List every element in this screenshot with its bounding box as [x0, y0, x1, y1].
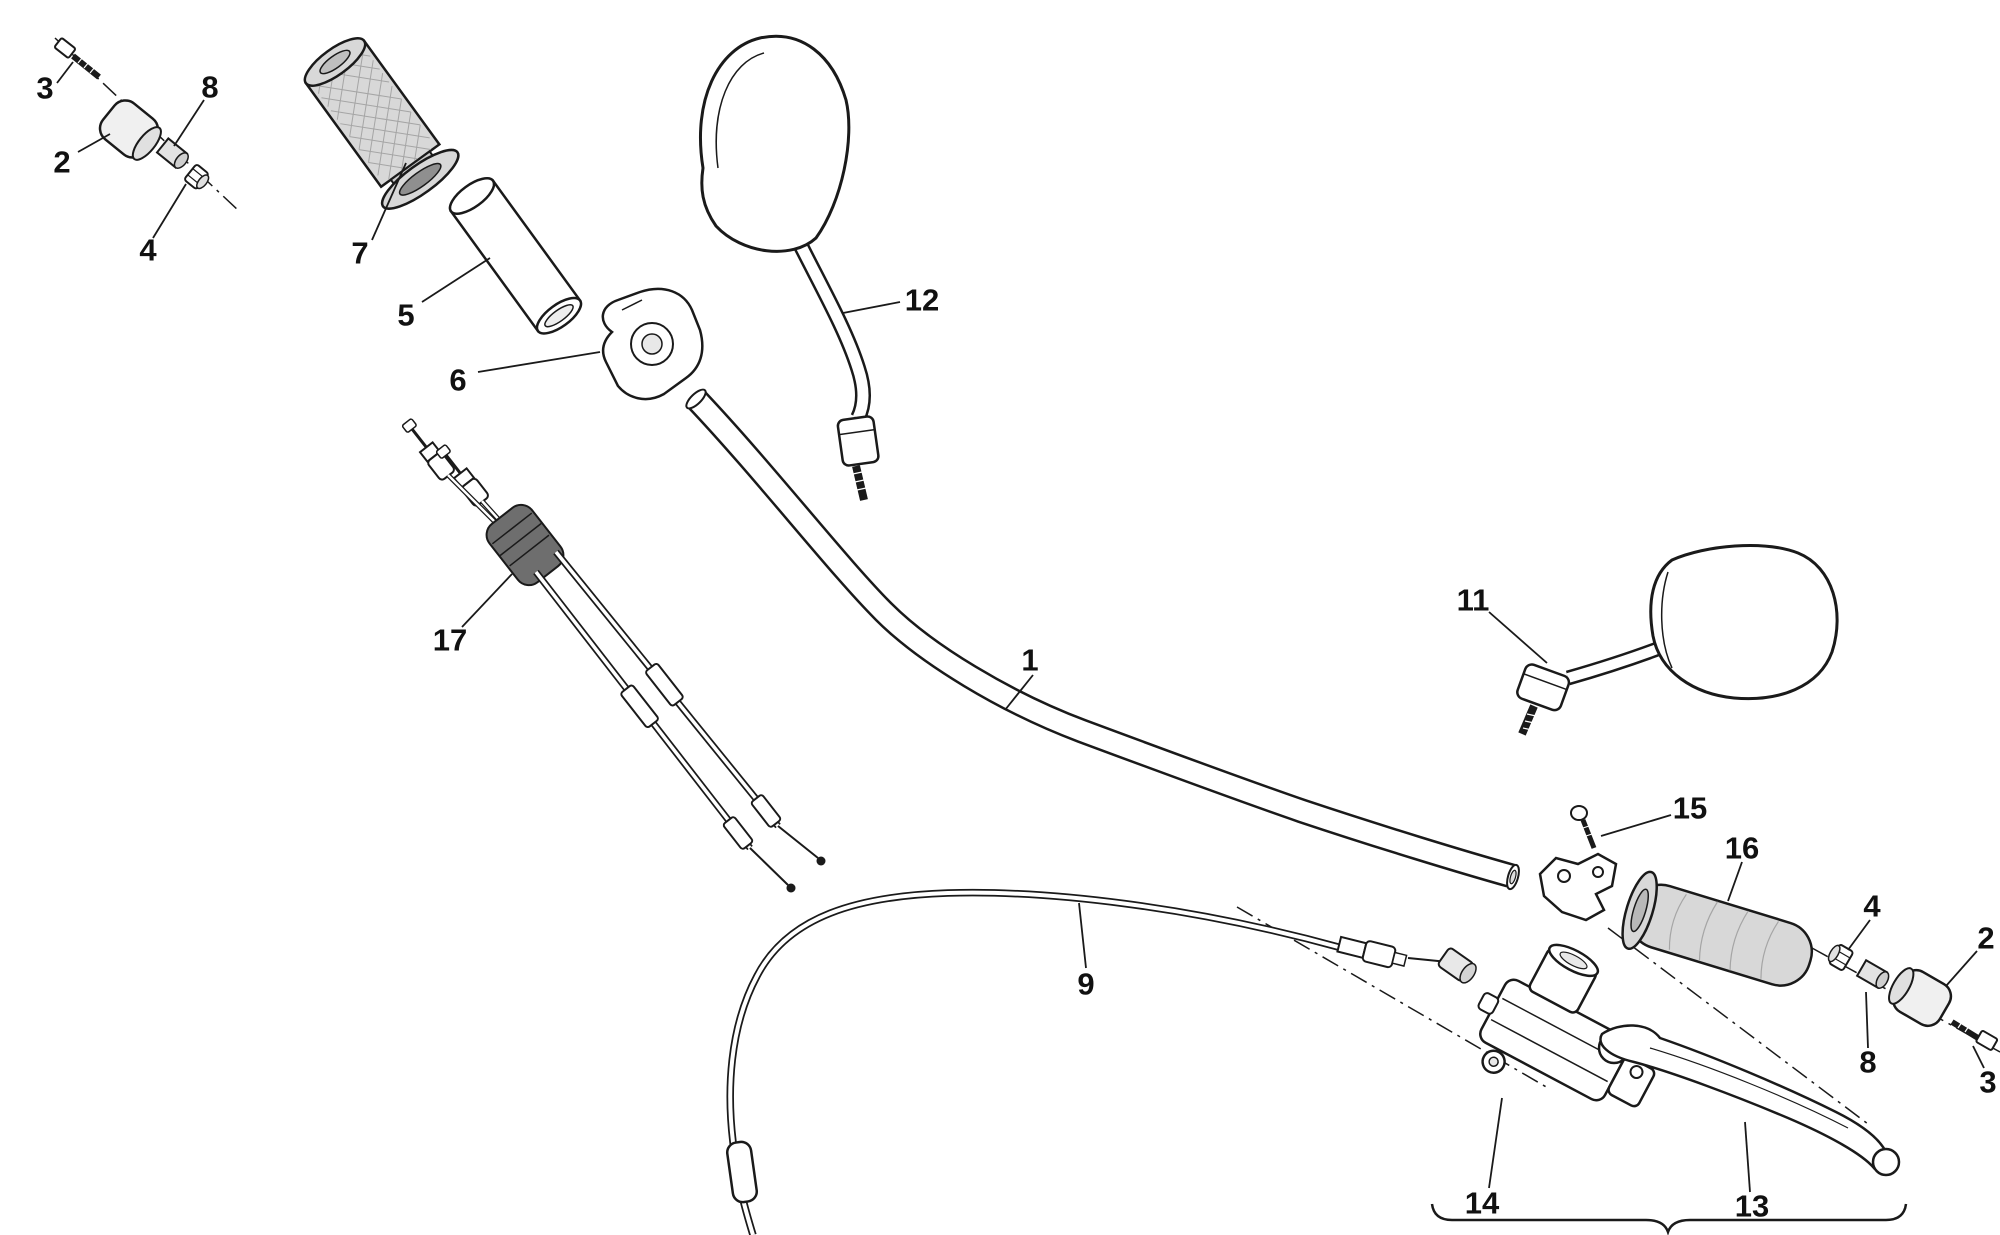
leader-line-clamp-screw	[1600, 814, 1672, 837]
callout-clutch-lever: 13	[1734, 1188, 1770, 1224]
cable-guide-clamp	[1538, 805, 1618, 922]
leader-line-throttle-cables	[461, 573, 513, 628]
callout-spacer-right: 8	[1859, 1044, 1877, 1080]
cable-fitting	[645, 662, 684, 707]
leader-line-grip-left	[371, 162, 407, 241]
throttle-cables	[401, 418, 826, 893]
mirror-right-mount	[1516, 663, 1571, 712]
screw-right	[1950, 1019, 1999, 1051]
leader-line-damper-right	[1945, 950, 1978, 987]
callout-pivot-pin: 14	[1464, 1185, 1500, 1221]
cable-fitting	[620, 684, 659, 729]
leader-line-damper-left	[77, 133, 111, 153]
cable-end-fitting	[722, 816, 754, 850]
bar-end-damper-right	[1888, 967, 1953, 1028]
leader-line-clutch-lever	[1744, 1121, 1751, 1193]
leader-line-handlebar	[1004, 674, 1034, 711]
handlebar	[685, 388, 1520, 891]
throttle-tube	[448, 177, 583, 335]
leader-line-nut-left	[152, 183, 187, 239]
leader-line-throttle-tube	[421, 257, 491, 303]
leader-line-screw-left	[56, 61, 74, 84]
callout-nut-right: 4	[1863, 888, 1881, 924]
clutch-cable	[725, 888, 1457, 1235]
callout-screw-left: 3	[36, 70, 54, 106]
cable-adjuster-right	[1336, 935, 1408, 969]
nut-right	[1827, 944, 1854, 971]
spacer-right	[1855, 958, 1890, 990]
callout-nut-left: 4	[139, 232, 157, 268]
leader-line-throttle-housing	[477, 351, 601, 373]
leader-line-nut-right	[1847, 919, 1871, 951]
callout-screw-right: 3	[1979, 1064, 1997, 1100]
mirror-right	[1516, 544, 1839, 736]
lever-ball-end	[1871, 1147, 1901, 1177]
clutch-master-cylinder	[1477, 943, 1656, 1108]
callout-throttle-tube: 5	[397, 297, 415, 333]
mirror-left-glass	[698, 34, 851, 253]
callout-clamp-screw: 15	[1672, 790, 1708, 826]
bar-end-damper-left	[98, 99, 162, 161]
mirror-left-mount	[836, 415, 880, 467]
callout-throttle-cables: 17	[432, 622, 468, 658]
cable-boot	[485, 503, 565, 587]
mirror-right-glass	[1649, 544, 1839, 701]
screw-left	[54, 37, 101, 80]
mirror-left	[698, 34, 880, 501]
leader-lines	[56, 61, 1985, 1193]
callout-clutch-cable: 9	[1077, 966, 1095, 1002]
callout-damper-left: 2	[53, 144, 71, 180]
leader-line-pivot-pin	[1488, 1097, 1503, 1189]
leader-line-grip-right	[1727, 861, 1743, 902]
leader-line-spacer-right	[1865, 991, 1869, 1049]
grip-right	[1621, 870, 1814, 987]
leader-line-spacer-left	[173, 99, 205, 147]
cable-sleeve	[725, 1140, 759, 1204]
callout-throttle-housing: 6	[449, 362, 467, 398]
leader-line-mirror-left	[842, 301, 901, 314]
leader-line-screw-right	[1972, 1045, 1985, 1069]
callout-grip-right: 16	[1724, 830, 1760, 866]
cable-end-fitting	[750, 794, 782, 828]
callout-damper-right: 2	[1977, 920, 1995, 956]
callout-handlebar: 1	[1021, 642, 1039, 678]
callout-spacer-left: 8	[201, 69, 219, 105]
callout-mirror-left: 12	[904, 282, 940, 318]
pivot-pin	[1437, 947, 1477, 984]
throttle-housing	[601, 287, 704, 401]
callout-grip-left: 7	[351, 235, 369, 271]
callout-mirror-right: 11	[1456, 582, 1490, 618]
clutch-lever	[1597, 1024, 1901, 1177]
nut-left	[184, 164, 210, 190]
spacer-left	[155, 137, 189, 169]
assembly-brace	[1430, 1203, 1908, 1235]
leader-line-mirror-right	[1488, 611, 1548, 664]
clamp-screw	[1570, 805, 1597, 849]
leader-line-clutch-cable	[1078, 902, 1087, 969]
grip-left	[303, 37, 460, 210]
